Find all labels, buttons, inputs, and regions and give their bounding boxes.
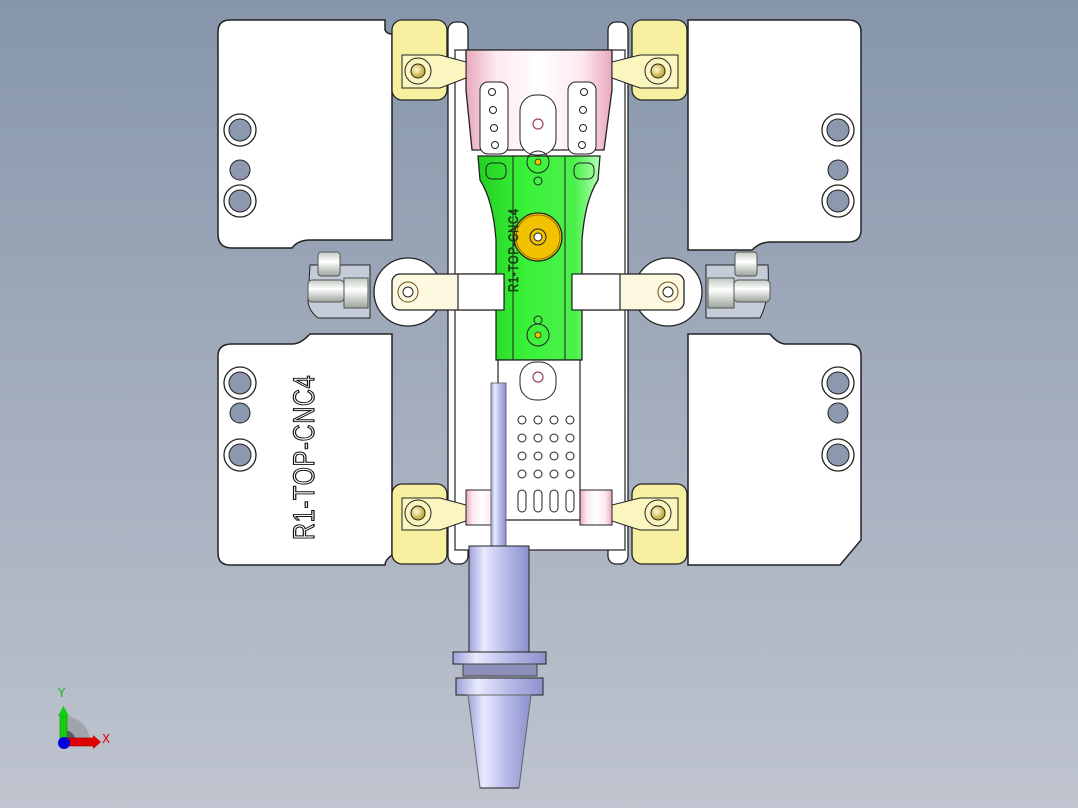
right-bottom-plate[interactable]: [687, 333, 862, 566]
clamp-bottom-right[interactable]: [611, 483, 688, 565]
left-air-fitting[interactable]: [307, 251, 371, 319]
axis-x-label: X: [102, 732, 111, 746]
right-top-plate[interactable]: [687, 19, 862, 251]
tool-holder[interactable]: [452, 382, 547, 789]
clamp-bottom-left[interactable]: [391, 483, 467, 565]
left-top-plate[interactable]: [217, 19, 393, 249]
right-side-clamp[interactable]: [571, 257, 703, 327]
green-workpiece[interactable]: [477, 150, 601, 361]
left-side-clamp[interactable]: [373, 257, 505, 327]
right-air-fitting[interactable]: [705, 251, 771, 319]
part-label-small: R1-TOP-CNC4: [505, 208, 521, 292]
coordinate-triad: [58, 706, 101, 749]
lower-pocket-plate[interactable]: [465, 359, 613, 526]
clamp-top-right[interactable]: [611, 19, 688, 101]
left-bottom-plate[interactable]: [217, 333, 393, 566]
clamp-top-left[interactable]: [391, 19, 467, 101]
pink-top-block[interactable]: [465, 49, 613, 156]
part-label-large: R1-TOP-CNC4: [287, 374, 321, 541]
axis-y-label: Y: [58, 686, 66, 700]
